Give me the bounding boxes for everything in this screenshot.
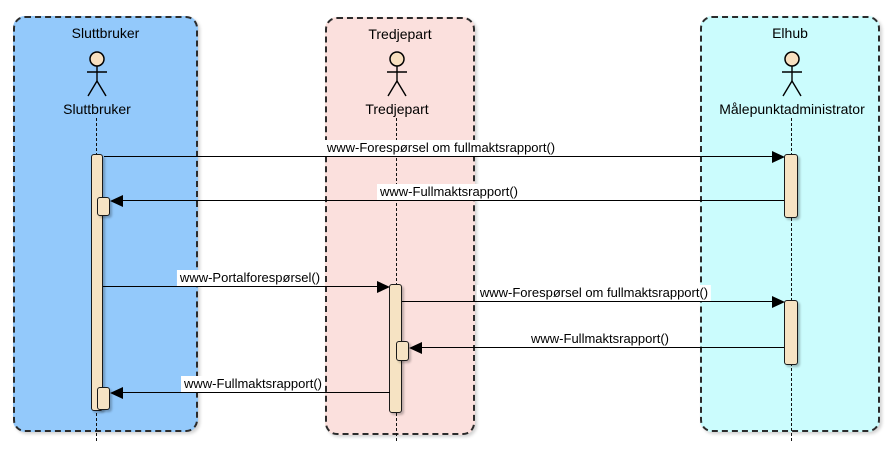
message-2-line xyxy=(122,200,784,201)
activation-elhub-1 xyxy=(784,154,798,218)
message-5-label: www-Fullmaktsrapport() xyxy=(528,331,672,347)
message-2-arrowhead-left-icon xyxy=(110,195,123,207)
message-4-line xyxy=(402,301,773,302)
message-6-line xyxy=(122,392,390,393)
message-5-line xyxy=(421,347,784,348)
message-4-arrowhead-right-icon xyxy=(772,296,785,308)
lifeline-tredjepart xyxy=(396,118,397,441)
actor-label-tredjepart: Tredjepart xyxy=(365,101,429,117)
actor-icon-sluttbruker xyxy=(87,51,107,97)
message-4-label: www-Forespørsel om fullmaktsrapport() xyxy=(476,285,712,301)
lane-title-sluttbruker: Sluttbruker xyxy=(71,25,140,41)
message-3-line xyxy=(103,286,378,287)
activation-tredjepart-nested xyxy=(396,341,409,361)
activation-sluttbruker-nested-1 xyxy=(97,197,110,216)
message-3-arrowhead-right-icon xyxy=(377,281,390,293)
message-1-arrowhead-right-icon xyxy=(772,151,785,163)
message-1-line xyxy=(104,156,773,157)
message-6-arrowhead-left-icon xyxy=(110,387,123,399)
actor-label-maalepunktadministrator: Målepunktadministrator xyxy=(719,101,865,117)
actor-icon-maalepunktadministrator xyxy=(782,51,802,97)
actor-icon-tredjepart xyxy=(387,51,407,97)
lane-sluttbruker: Sluttbruker xyxy=(13,16,198,432)
activation-sluttbruker-nested-2 xyxy=(97,387,110,410)
activation-sluttbruker-main xyxy=(91,154,103,411)
message-6-label: www-Fullmaktsrapport() xyxy=(181,376,325,392)
activation-elhub-2 xyxy=(784,300,798,365)
lane-title-tredjepart: Tredjepart xyxy=(368,26,432,42)
actor-label-sluttbruker: Sluttbruker xyxy=(63,101,131,117)
message-5-arrowhead-left-icon xyxy=(409,342,422,354)
lane-title-elhub: Elhub xyxy=(772,25,808,41)
message-3-label: www-Portalforespørsel() xyxy=(176,270,324,286)
lifeline-maalepunktadministrator xyxy=(791,118,792,441)
message-1-label: www-Forespørsel om fullmaktsrapport() xyxy=(323,140,559,156)
message-2-label: www-Fullmaktsrapport() xyxy=(377,184,521,200)
